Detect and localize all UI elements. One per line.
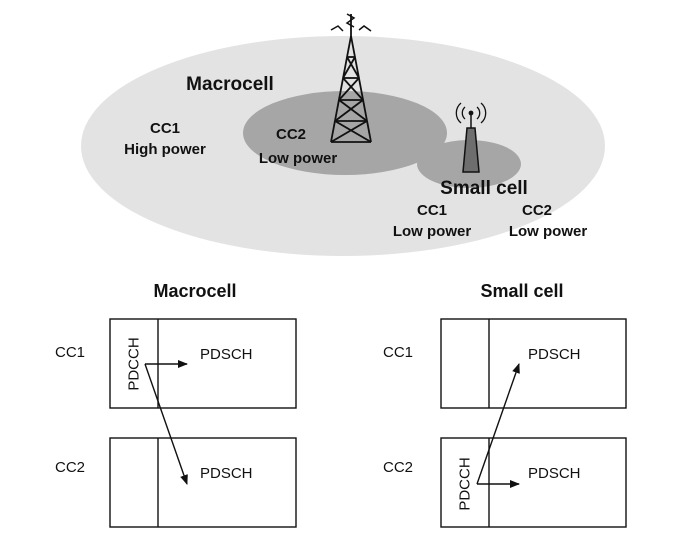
macro-row-cc1-label: CC1 [55,344,85,361]
small-cc2-power-label: Low power [509,223,587,240]
small-cc1-label: CC1 [417,202,447,219]
coverage-illustration: Macrocell CC1 High power CC2 Low power S… [81,13,605,256]
macro-cc1-power-label: High power [124,141,206,158]
small-cc2-subframe [440,437,627,528]
macro-cc2-subframe [109,437,297,528]
small-cross-carrier-arrow [476,363,520,485]
macrocell-heading: Macrocell [153,281,236,301]
macro-cc2-label: CC2 [276,126,306,143]
macro-row-cc2-label: CC2 [55,459,85,476]
small-cc1-pdsch-label: PDSCH [528,346,581,363]
small-row-cc2-label: CC2 [383,459,413,476]
small-cc2-pdcch-label: PDCCH [457,457,474,510]
macrocell-label: Macrocell [186,74,274,95]
small-cc2-label: CC2 [522,202,552,219]
macrocell-scheduling-panel: Macrocell CC1 CC2 PDCCH PDSCH PDSCH [55,281,297,528]
macro-cc1-label: CC1 [150,120,180,137]
small-cell-label: Small cell [440,178,528,199]
small-cc1-power-label: Low power [393,223,471,240]
small-row-cc1-label: CC1 [383,344,413,361]
small-cc2-pdsch-label: PDSCH [528,465,581,482]
macro-cross-carrier-arrow [144,363,188,485]
macro-cc1-subframe [109,318,297,409]
macro-cc2-pdsch-label: PDSCH [200,465,253,482]
small-cc1-subframe [440,318,627,409]
macro-cc1-pdcch-label: PDCCH [126,337,143,390]
macro-cc1-pdsch-label: PDSCH [200,346,253,363]
macro-tower-icon [330,13,372,143]
small-cell-heading: Small cell [480,281,563,301]
small-cell-antenna-icon [455,102,487,173]
small-cell-scheduling-panel: Small cell CC1 CC2 PDSCH PDCCH PDSCH [383,281,627,528]
macro-cc2-power-label: Low power [259,150,337,167]
